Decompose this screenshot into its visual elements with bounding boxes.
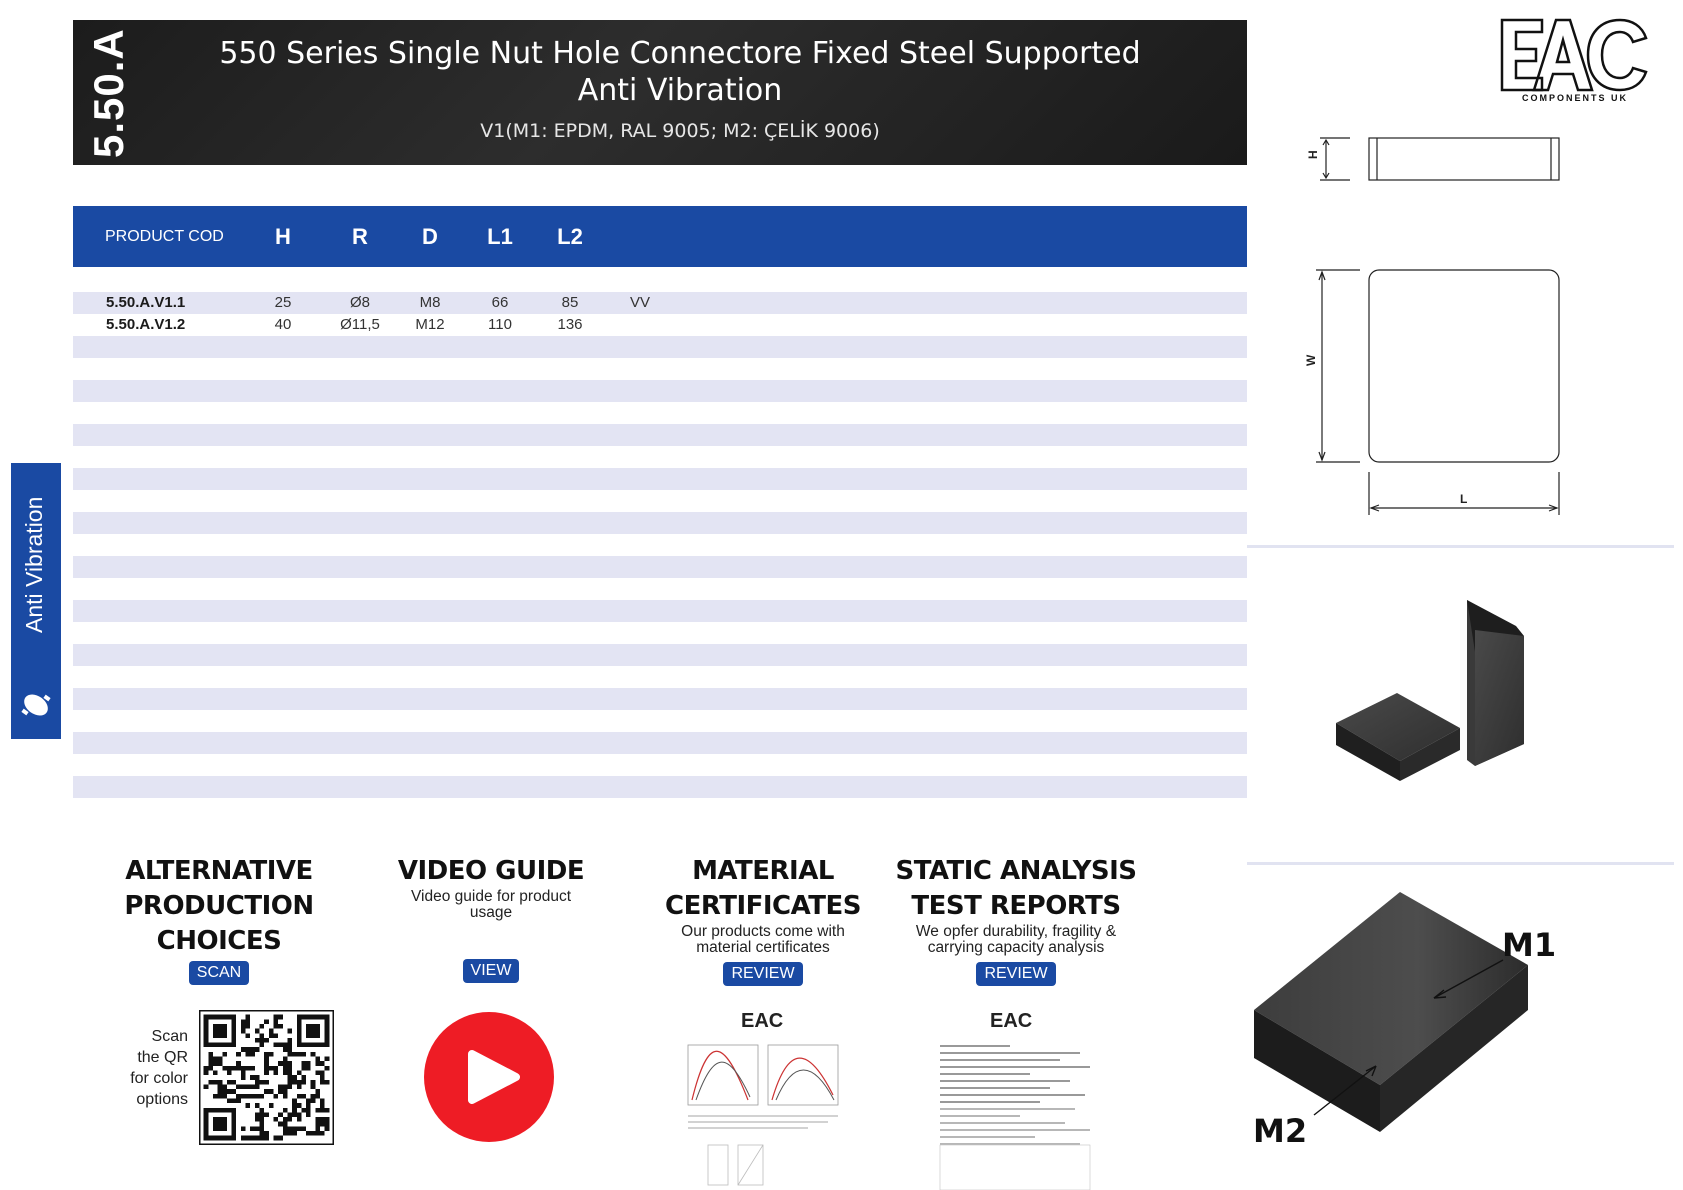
cell-l1: 66	[491, 294, 509, 311]
product-title-line2: Anti Vibration	[577, 73, 783, 108]
anti-vibration-icon	[21, 694, 51, 716]
table-stripe	[73, 468, 1247, 490]
side-tab-label: Anti Vibration	[21, 496, 47, 633]
technical-drawing: H W L	[1304, 137, 1560, 515]
thumbnail-logo: EAC	[741, 1010, 783, 1032]
table-stripe	[73, 380, 1247, 402]
cell-extra: VV	[629, 294, 650, 311]
product-render-labeled: M1 M2	[1253, 892, 1556, 1150]
product-material-subtitle: V1(M1: EPDM, RAL 9005; M2: ÇELİK 9006)	[480, 120, 880, 142]
material-certificates-block: MATERIAL CERTIFICATES Our products come …	[638, 854, 888, 986]
table-row: 5.50.A.V1.2 40 Ø11,5 M12 110 136	[73, 314, 1247, 336]
static-desc-line2: carrying capacity analysis	[927, 939, 1105, 956]
alt-title-line2: PRODUCTION	[124, 891, 314, 921]
table-stripe	[73, 688, 1247, 710]
video-title: VIDEO GUIDE	[397, 856, 585, 886]
table-stripe	[73, 556, 1247, 578]
table-stripe	[73, 424, 1247, 446]
table-stripe	[73, 336, 1247, 358]
eac-logo-mark	[1500, 18, 1648, 92]
material-desc-line1: Our products come with	[681, 923, 845, 940]
product-render-pair	[1336, 600, 1524, 781]
table-stripe	[73, 732, 1247, 754]
cell-h: 40	[274, 316, 292, 333]
dim-l-label: L	[1460, 492, 1467, 506]
test-report-thumbnail[interactable]: EAC	[930, 1005, 1100, 1190]
col-header-product-code: PRODUCT COD	[105, 228, 224, 245]
cell-h: 25	[274, 294, 292, 311]
col-header-d: D	[422, 224, 438, 249]
table-header: PRODUCT COD H R D L1 L2	[73, 206, 1247, 267]
qr-code[interactable]	[199, 1010, 334, 1145]
table-stripe	[73, 644, 1247, 666]
youtube-play-icon[interactable]	[424, 1012, 554, 1142]
alternative-production-block: ALTERNATIVE PRODUCTION CHOICES SCAN	[94, 854, 344, 985]
product-series-code: 5.50.A	[85, 28, 132, 158]
divider	[1247, 545, 1674, 548]
static-review-button[interactable]: REVIEW	[976, 962, 1056, 986]
cell-d: M8	[419, 294, 441, 311]
cell-r: Ø8	[349, 294, 370, 311]
material-desc-line2: material certificates	[696, 939, 830, 956]
dim-h-label: H	[1306, 150, 1320, 159]
video-desc: Video guide for product usage	[411, 888, 571, 921]
cell-l2: 136	[557, 316, 583, 333]
col-header-r: R	[352, 224, 368, 249]
cell-product-code: 5.50.A.V1.2	[106, 316, 186, 333]
col-header-l2: L2	[557, 224, 583, 249]
product-header: 5.50.A 550 Series Single Nut Hole Connec…	[73, 20, 1247, 165]
eac-logo: COMPONENTS UK	[1496, 16, 1656, 108]
category-side-tab[interactable]: Anti Vibration	[11, 463, 61, 739]
table-stripe	[73, 512, 1247, 534]
qr-instructions: Scan the QR for color options	[118, 1026, 188, 1110]
cell-d: M12	[415, 316, 445, 333]
qr-text-line: the QR	[137, 1049, 188, 1066]
material-certificate-thumbnail[interactable]: EAC	[678, 1005, 848, 1190]
m2-label: M2	[1253, 1112, 1307, 1150]
m1-label: M1	[1502, 926, 1556, 964]
qr-text-line: for color	[130, 1070, 188, 1087]
static-title-line1: STATIC ANALYSIS	[895, 856, 1137, 886]
video-guide-block: VIDEO GUIDE Video guide for product usag…	[366, 854, 616, 983]
static-analysis-block: STATIC ANALYSIS TEST REPORTS We opfer du…	[891, 854, 1141, 986]
divider	[1247, 862, 1674, 865]
table-stripe	[73, 600, 1247, 622]
material-title-line2: CERTIFICATES	[665, 891, 861, 921]
scan-button[interactable]: SCAN	[188, 961, 250, 985]
product-title-line1: 550 Series Single Nut Hole Connectore Fi…	[219, 36, 1141, 71]
dim-w-label: W	[1304, 354, 1318, 366]
table-stripe	[73, 776, 1247, 798]
material-title-line1: MATERIAL	[692, 856, 834, 886]
logo-subtitle: COMPONENTS UK	[1521, 93, 1628, 103]
cell-l1: 110	[488, 316, 512, 333]
col-header-h: H	[275, 224, 291, 249]
table-row: 5.50.A.V1.1 25 Ø8 M8 66 85 VV	[73, 292, 1247, 314]
qr-text-line: options	[136, 1091, 188, 1108]
alt-title-line1: ALTERNATIVE	[125, 856, 313, 886]
thumbnail-logo: EAC	[990, 1010, 1032, 1032]
table-stripe	[73, 292, 1247, 314]
static-desc-line1: We opfer durability, fragility &	[915, 923, 1117, 940]
alt-title-line3: CHOICES	[156, 926, 282, 956]
cell-r: Ø11,5	[340, 316, 380, 333]
material-review-button[interactable]: REVIEW	[723, 962, 803, 986]
cell-product-code: 5.50.A.V1.1	[106, 294, 186, 311]
col-header-l1: L1	[487, 224, 513, 249]
qr-text-line: Scan	[151, 1028, 188, 1045]
cell-l2: 85	[561, 294, 579, 311]
view-button[interactable]: VIEW	[462, 959, 520, 983]
static-title-line2: TEST REPORTS	[911, 891, 1121, 921]
